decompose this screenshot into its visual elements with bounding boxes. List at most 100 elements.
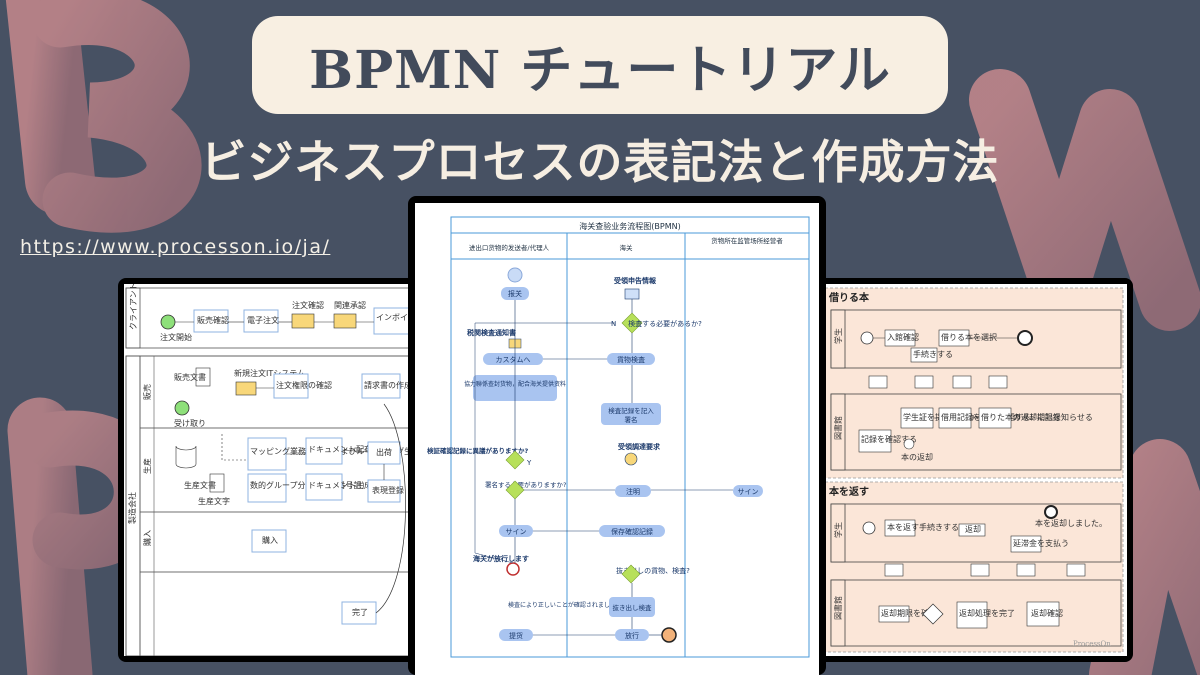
center-title: 海关查验业务流程图(BPMN): [579, 221, 680, 231]
svg-text:受け取り: 受け取り: [174, 418, 206, 428]
svg-text:ドキュメント生成: ドキュメント生成: [308, 480, 372, 490]
svg-text:保存確認記録: 保存確認記録: [611, 527, 653, 536]
svg-text:入館確認: 入館確認: [887, 332, 919, 342]
receive-req-event: [624, 452, 638, 466]
svg-text:販売文書: 販売文書: [174, 372, 206, 382]
lane-client: クライアント: [129, 284, 138, 330]
svg-text:電子注文: 電子注文: [247, 315, 279, 325]
svg-text:学生: 学生: [833, 328, 843, 344]
task-order-process: [273, 373, 309, 399]
doc-production: [209, 473, 225, 493]
svg-text:検査する必要があるか?: 検査する必要があるか?: [628, 319, 702, 328]
return-end: [1044, 505, 1058, 519]
lane-production: 生産: [142, 458, 152, 474]
task-mapping: [247, 437, 287, 471]
svg-text:货物所在监管场所经营者: 货物所在监管场所经营者: [711, 236, 783, 245]
task-request: [361, 373, 401, 399]
task-sign-right: [733, 485, 763, 497]
svg-text:ドキュメント配布: ドキュメント配布: [308, 444, 372, 454]
svg-text:署名する必要がありますか?: 署名する必要がありますか?: [485, 480, 566, 489]
svg-text:生産文字: 生産文字: [198, 496, 230, 506]
borrow-title: 借りる本: [828, 291, 870, 304]
start-event: [507, 267, 523, 283]
svg-text:注文権限の確認: 注文権限の確認: [276, 380, 332, 390]
svg-text:抜き出しの貨物、検査?: 抜き出しの貨物、検査?: [616, 566, 690, 575]
svg-text:記録を確認する: 記録を確認する: [861, 434, 917, 444]
start-event: [160, 314, 176, 330]
svg-text:放行: 放行: [625, 631, 639, 640]
svg-text:貨物検査: 貨物検査: [617, 355, 645, 364]
svg-text:検証確認記録に異議がありますか?: 検証確認記録に異議がありますか?: [427, 446, 529, 455]
svg-text:返却: 返却: [965, 524, 981, 534]
svg-text:延滞金を支払う: 延滞金を支払う: [1013, 538, 1069, 548]
svg-text:进出口货物的发送者/代理人: 进出口货物的发送者/代理人: [469, 243, 550, 252]
gateway-sample: [621, 564, 641, 584]
lane-purchase: 購入: [142, 530, 152, 546]
svg-text:署名: 署名: [625, 415, 638, 424]
svg-text:借りる本を選択: 借りる本を選択: [941, 332, 997, 342]
borrow-end: [1017, 330, 1033, 346]
svg-text:検査により正しいことが確認されました。: 検査により正しいことが確認されました。: [508, 601, 622, 609]
task-report: [501, 287, 529, 300]
svg-text:返却確認: 返却確認: [1031, 608, 1063, 618]
svg-text:新規注文ITシステム: 新規注文ITシステム: [234, 368, 305, 378]
svg-text:販売確認: 販売確認: [197, 315, 229, 325]
task-customs: [483, 353, 543, 365]
svg-text:手続きする: 手続きする: [913, 349, 953, 359]
svg-text:注文確認: 注文確認: [292, 300, 324, 310]
right-diagram-card: 借りる本 学生 図書館 入館確認 手続きする 借りる本を選択 学生証を提示してカ…: [815, 278, 1133, 662]
svg-text:完了: 完了: [352, 607, 368, 617]
task-doc-dist: [305, 437, 343, 465]
svg-text:海关が放行します: 海关が放行します: [473, 554, 529, 563]
svg-text:出荷: 出荷: [376, 447, 392, 457]
svg-text:海关: 海关: [620, 243, 634, 252]
task-order: [243, 309, 279, 333]
svg-text:学生: 学生: [833, 522, 843, 538]
envelope-receive: [624, 288, 640, 300]
svg-text:受領調達要求: 受領調達要求: [618, 442, 661, 451]
svg-text:报关: 报关: [508, 289, 522, 298]
svg-text:検査記録を記入: 検査記録を記入: [608, 406, 654, 415]
svg-text:注明: 注明: [626, 487, 640, 496]
task-data-analysis: [247, 473, 287, 503]
svg-text:表現登録: 表現登録: [372, 485, 404, 495]
lane-sales: 販売: [142, 384, 152, 400]
doc-sales: [195, 367, 211, 387]
release-event: [506, 562, 520, 576]
task-check: [193, 309, 229, 333]
svg-text:請求書の作成: 請求書の作成: [364, 380, 412, 390]
svg-text:受領申告情報: 受領申告情報: [614, 276, 657, 285]
svg-text:税関検査通知書: 税関検査通知書: [467, 328, 516, 337]
svg-text:抜き出し検査: 抜き出し検査: [613, 603, 653, 612]
envelope-confirm: [291, 313, 315, 329]
svg-text:N: N: [611, 320, 616, 328]
svg-text:本を返す手続きする: 本を返す手続きする: [887, 522, 959, 532]
task-release: [615, 629, 649, 641]
svg-text:生産文書: 生産文書: [184, 480, 216, 490]
task-submit: [499, 629, 533, 641]
task-buy: [251, 529, 287, 553]
svg-text:図書館: 図書館: [833, 596, 843, 620]
return-start: [862, 521, 876, 535]
database-icon: [175, 445, 197, 469]
borrow-start: [860, 331, 874, 345]
site-link[interactable]: https://www.processon.io/ja/: [20, 236, 331, 258]
task-doc-gen: [305, 473, 343, 501]
task-save-record: [599, 525, 665, 537]
center-diagram-card: 海关查验业务流程图(BPMN) 进出口货物的发送者/代理人 海关 货物所在监管场…: [408, 196, 826, 675]
page-subtitle: ビジネスプロセスの表記法と作成方法: [200, 135, 1000, 189]
envelope-approve: [333, 313, 357, 329]
svg-text:関連承認: 関連承認: [334, 300, 366, 310]
page-title: BPMN チュートリアル: [309, 39, 891, 101]
start-label: 注文開始: [160, 332, 192, 342]
svg-text:サイン: サイン: [738, 488, 759, 496]
svg-text:購入: 購入: [262, 535, 278, 545]
svg-text:サイン: サイン: [506, 528, 527, 536]
end-event: [661, 627, 677, 643]
svg-text:提货: 提货: [509, 631, 523, 640]
left-bpmn-diagram: クライアント 製造会社 販売 生産 購入 注文開始 販売確認 電子注文 注文確認…: [125, 284, 422, 656]
gateway-anomaly: [505, 450, 525, 470]
svg-text:インボイスをダウンロードする: インボイスをダウンロードする: [376, 312, 422, 322]
task-record-fill: [601, 403, 661, 425]
